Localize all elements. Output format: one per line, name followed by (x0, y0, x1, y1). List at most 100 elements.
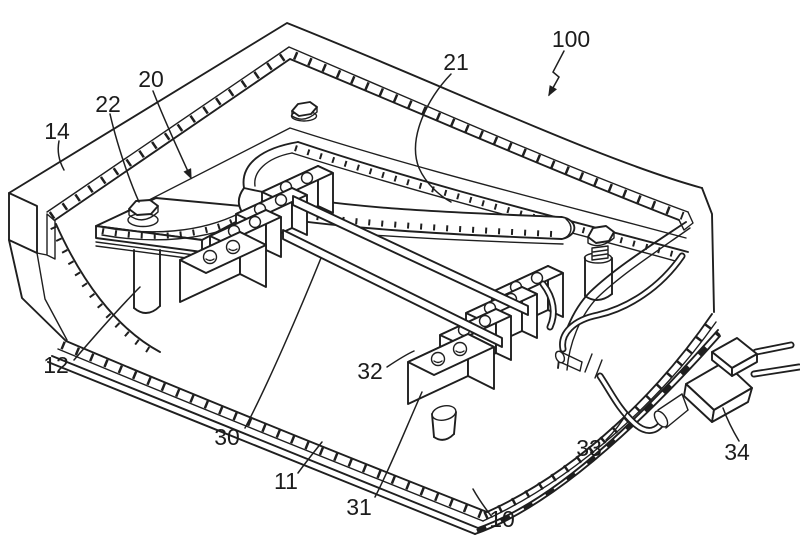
leader-32 (386, 350, 415, 368)
plug-pin-lower-core (752, 365, 800, 376)
rim-left-inner-lip (46, 213, 56, 260)
leader-31 (374, 391, 423, 498)
leader-30 (244, 257, 322, 429)
strip-plate-end-cap-arc (561, 218, 572, 240)
break-slash-2 (594, 359, 603, 379)
leader-33 (605, 412, 628, 441)
grommet-top-line (560, 351, 583, 363)
stud-thread-collar (591, 245, 609, 261)
screw-dome (452, 341, 468, 357)
plug-ferrule-top (657, 393, 683, 411)
cord-break-symbol (584, 353, 603, 379)
reference-labels: 14 22 20 21 100 12 30 11 31 32 33 34 10 (43, 26, 750, 532)
leader-lines (57, 50, 740, 518)
plug-pin-upper-core (754, 343, 793, 354)
stub-bottom (433, 433, 455, 441)
ref-label-20: 20 (138, 66, 164, 92)
stud-bolt-post (583, 225, 615, 301)
bracket-plate-lamination-1 (95, 241, 203, 257)
ref-label-30: 30 (214, 424, 240, 450)
strip-hairpin-arc-outer (242, 141, 299, 189)
stub-left-side (431, 413, 435, 438)
ref-label-33: 33 (576, 435, 602, 461)
leader-11 (297, 441, 323, 474)
ref-label-10: 10 (489, 506, 515, 532)
stud-thread-line-2 (592, 253, 608, 257)
leader-10 (472, 488, 493, 518)
terminal-block-right-front (407, 333, 495, 405)
plug-ferrule-bottom (665, 409, 689, 429)
power-plug (653, 337, 800, 429)
grommet-bottom-line (559, 361, 581, 372)
stud-thread-line-1 (592, 249, 608, 253)
stud-hex-skirt (587, 231, 615, 247)
screw-dome-shine (433, 360, 443, 364)
rim-outer-top-edge (8, 22, 703, 194)
leader-21 (414, 73, 452, 203)
base-plate-top-edge-right (477, 329, 719, 529)
plug-ferrule-ring (681, 393, 689, 411)
heating-element-strip (237, 141, 689, 263)
stud-post-bottom (584, 293, 613, 301)
ref-label-22: 22 (95, 91, 121, 117)
floor-front-left-edge (65, 340, 488, 513)
busbar-lower (282, 229, 503, 348)
leader-14 (57, 140, 65, 171)
bottom-rim-hatch-left (60, 341, 487, 520)
grommet-end-cap (554, 350, 566, 364)
bottom-rim-line-right (482, 321, 717, 522)
screw-dome (478, 314, 492, 328)
base-plate-bottom-edge-left (47, 361, 476, 535)
leader-12 (73, 286, 141, 361)
leader-34 (722, 407, 740, 442)
plug-body-front-face (711, 387, 753, 423)
plug-top-block-right (731, 353, 758, 377)
cylinder-stub (431, 405, 457, 441)
right-wall-outer-edge (701, 187, 715, 313)
terminal-block-left-front (179, 231, 267, 303)
wall-grommet (554, 350, 583, 372)
strip-clamp-band-top (101, 212, 241, 233)
break-slash-1 (584, 353, 593, 373)
ref-label-34: 34 (724, 439, 750, 465)
screw-dome-shine (455, 350, 465, 354)
left-wall-outer-edge (8, 239, 67, 342)
screw-dome (300, 171, 314, 185)
screw-dome (530, 271, 544, 285)
screw-dome (225, 239, 241, 255)
right-wall-top-edge-inner (566, 227, 691, 371)
ref-label-21: 21 (443, 49, 469, 75)
busbar-upper (292, 195, 529, 316)
rim-band-lower-line (54, 58, 680, 221)
grommet-right-edge (579, 361, 583, 372)
leader-22 (109, 113, 140, 203)
power-cord-core (598, 374, 665, 433)
leader-arrow-100 (548, 50, 565, 97)
wire-from-strip-core (560, 254, 684, 351)
strip-plate-thickness-line (371, 234, 564, 245)
left-wall-inner-edge (36, 252, 68, 341)
bolt-22-skirt (128, 205, 159, 221)
rim-right-end-step-1 (678, 211, 694, 231)
screw-dome-shine (205, 258, 215, 262)
leader-arrow-20 (152, 90, 192, 180)
bottom-rim-line-left (57, 348, 484, 522)
strip-upper-run-bottom (291, 152, 680, 263)
left-wall-fillet-curve (55, 223, 161, 353)
rim-left-step (36, 252, 48, 256)
screw-dome (274, 193, 288, 207)
ledge-bolt-skirt (291, 106, 318, 120)
stub-top-ellipse (431, 405, 457, 421)
inner-ledge-line (101, 127, 687, 239)
screw-dome (430, 351, 446, 367)
strip-upper-run-top (297, 141, 689, 253)
outer-rim-wall (8, 22, 715, 342)
ref-label-11: 11 (274, 468, 298, 494)
stub-right-side (453, 411, 457, 435)
wiring-and-cord (539, 252, 800, 434)
ref-label-100: 100 (552, 26, 590, 52)
strip-hairpin-arc-inner (254, 152, 293, 187)
ref-label-12: 12 (43, 352, 69, 378)
busbars (282, 195, 529, 348)
